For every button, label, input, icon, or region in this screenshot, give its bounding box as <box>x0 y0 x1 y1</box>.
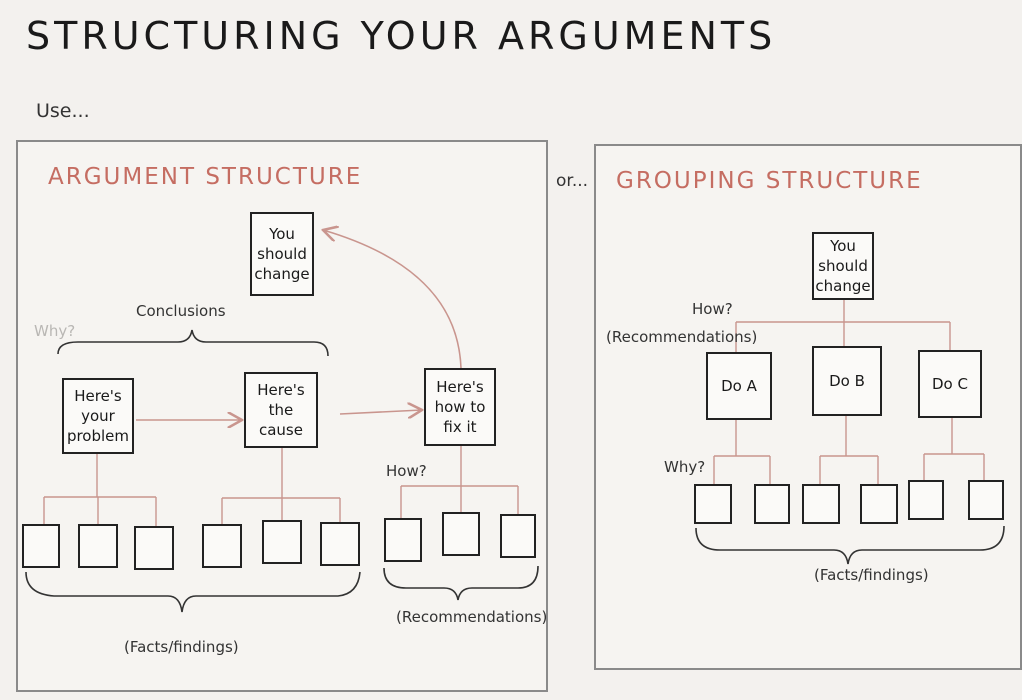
leaf-box <box>694 484 732 524</box>
use-label: Use... <box>36 100 90 122</box>
leaf-box <box>320 522 360 566</box>
box-heres-your-problem: Here's your problem <box>62 378 134 454</box>
how-label: How? <box>386 462 427 480</box>
facts-brace <box>25 571 361 613</box>
conclusions-brace <box>57 329 329 357</box>
conclusions-label: Conclusions <box>136 302 226 320</box>
box-heres-the-cause: Here's the cause <box>244 372 318 448</box>
argument-structure-panel: ARGUMENT STRUCTURE You should change Con… <box>16 140 548 692</box>
or-label: or... <box>556 171 589 191</box>
leaf-box <box>202 524 242 568</box>
leaf-box <box>384 518 422 562</box>
leaf-box <box>908 480 944 520</box>
box-do-b: Do B <box>812 346 882 416</box>
grouping-facts-brace <box>695 525 1005 565</box>
leaf-box <box>500 514 536 558</box>
top-box-you-should-change: You should change <box>250 212 314 296</box>
box-do-a: Do A <box>706 352 772 420</box>
box-do-c: Do C <box>918 350 982 418</box>
recommendations-label: (Recommendations) <box>396 608 548 626</box>
facts-findings-label: (Facts/findings) <box>814 566 929 584</box>
arrow-cause-to-fix <box>339 410 422 414</box>
leaf-box <box>802 484 840 524</box>
box-heres-how-to-fix-it: Here's how to fix it <box>424 368 496 446</box>
grouping-structure-panel: GROUPING STRUCTURE You should change How… <box>594 144 1022 670</box>
why-label: Why? <box>664 458 706 476</box>
argument-structure-title: ARGUMENT STRUCTURE <box>48 164 363 190</box>
grouping-structure-title: GROUPING STRUCTURE <box>616 168 923 194</box>
grouping-connectors <box>695 298 1005 565</box>
facts-findings-label: (Facts/findings) <box>124 638 239 656</box>
leaf-box <box>754 484 790 524</box>
argument-connectors <box>25 142 539 613</box>
how-label: How? <box>692 300 733 318</box>
top-box-you-should-change: You should change <box>812 232 874 300</box>
leaf-box <box>78 524 118 568</box>
arrow-fix-to-top <box>323 230 462 369</box>
page-title: STRUCTURING YOUR ARGUMENTS <box>26 14 777 58</box>
recommendations-label: (Recommendations) <box>606 328 758 346</box>
leaf-box <box>968 480 1004 520</box>
recommendations-brace <box>383 565 539 601</box>
why-label: Why? <box>34 322 76 340</box>
leaf-box <box>860 484 898 524</box>
leaf-box <box>442 512 480 556</box>
leaf-box <box>134 526 174 570</box>
leaf-box <box>262 520 302 564</box>
leaf-box <box>22 524 60 568</box>
